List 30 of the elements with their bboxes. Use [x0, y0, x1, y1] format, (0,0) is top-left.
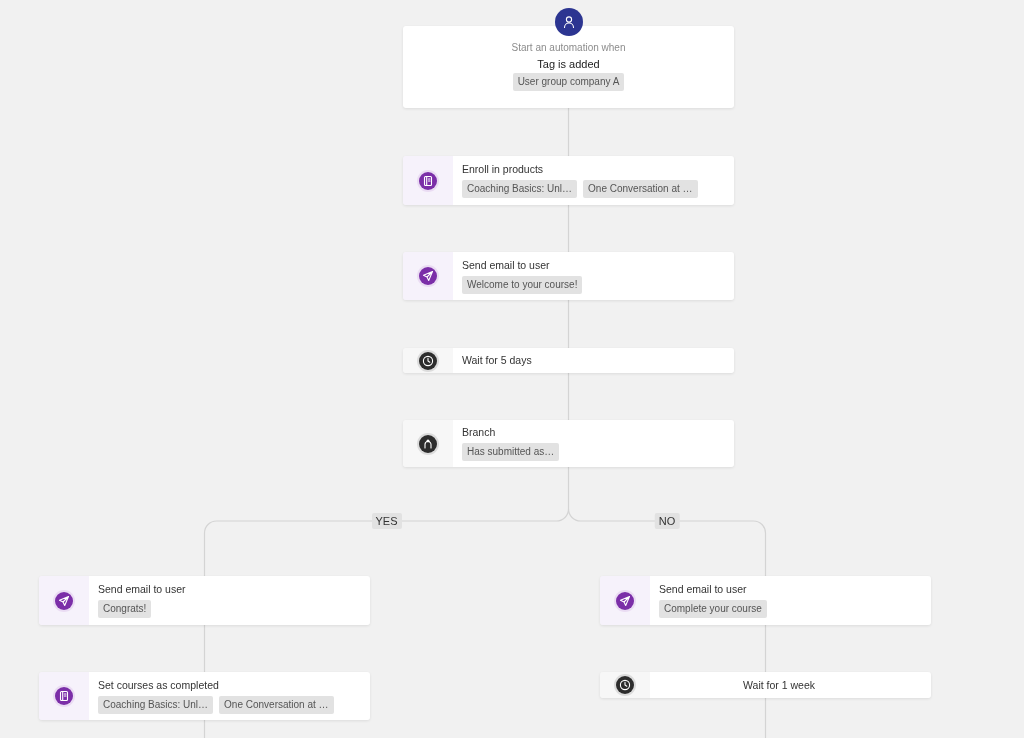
step-title: Send email to user: [659, 583, 747, 596]
step-title: Wait for 1 week: [743, 678, 815, 692]
step-card: [403, 252, 734, 300]
tag-chip: Coaching Basics: Unl…: [98, 695, 214, 714]
tag-chip: Coaching Basics: Unl…: [462, 180, 578, 198]
step-card: [39, 576, 370, 625]
edge-label: NO: [654, 513, 680, 529]
step-title: Set courses as completed: [98, 678, 219, 692]
trigger-title: Tag is added: [537, 58, 600, 71]
step-card: [600, 672, 931, 698]
step-card: [403, 156, 734, 205]
trigger-caption: Start an automation when: [511, 41, 626, 54]
step-title: Enroll in products: [462, 163, 544, 176]
step-title: Send email to user: [462, 258, 550, 272]
tag-chip: Complete your course: [659, 600, 767, 618]
edge-label: YES: [371, 513, 402, 529]
tag-chip: Has submitted as…: [462, 443, 560, 461]
step-card: [600, 576, 931, 625]
step-card: [403, 348, 734, 373]
tag-chip: Welcome to your course!: [462, 275, 583, 294]
step-title: Send email to user: [98, 583, 186, 596]
tag-chip: One Conversation at …: [219, 695, 334, 714]
tag-chip: User group company A: [512, 73, 625, 91]
tag-chip: One Conversation at …: [583, 180, 698, 198]
step-title: Wait for 5 days: [462, 354, 532, 367]
step-card: [403, 420, 734, 467]
step-title: Branch: [462, 426, 496, 439]
tag-chip: Congrats!: [98, 600, 152, 618]
step-card: [39, 672, 370, 720]
connector-line: [567, 508, 767, 577]
